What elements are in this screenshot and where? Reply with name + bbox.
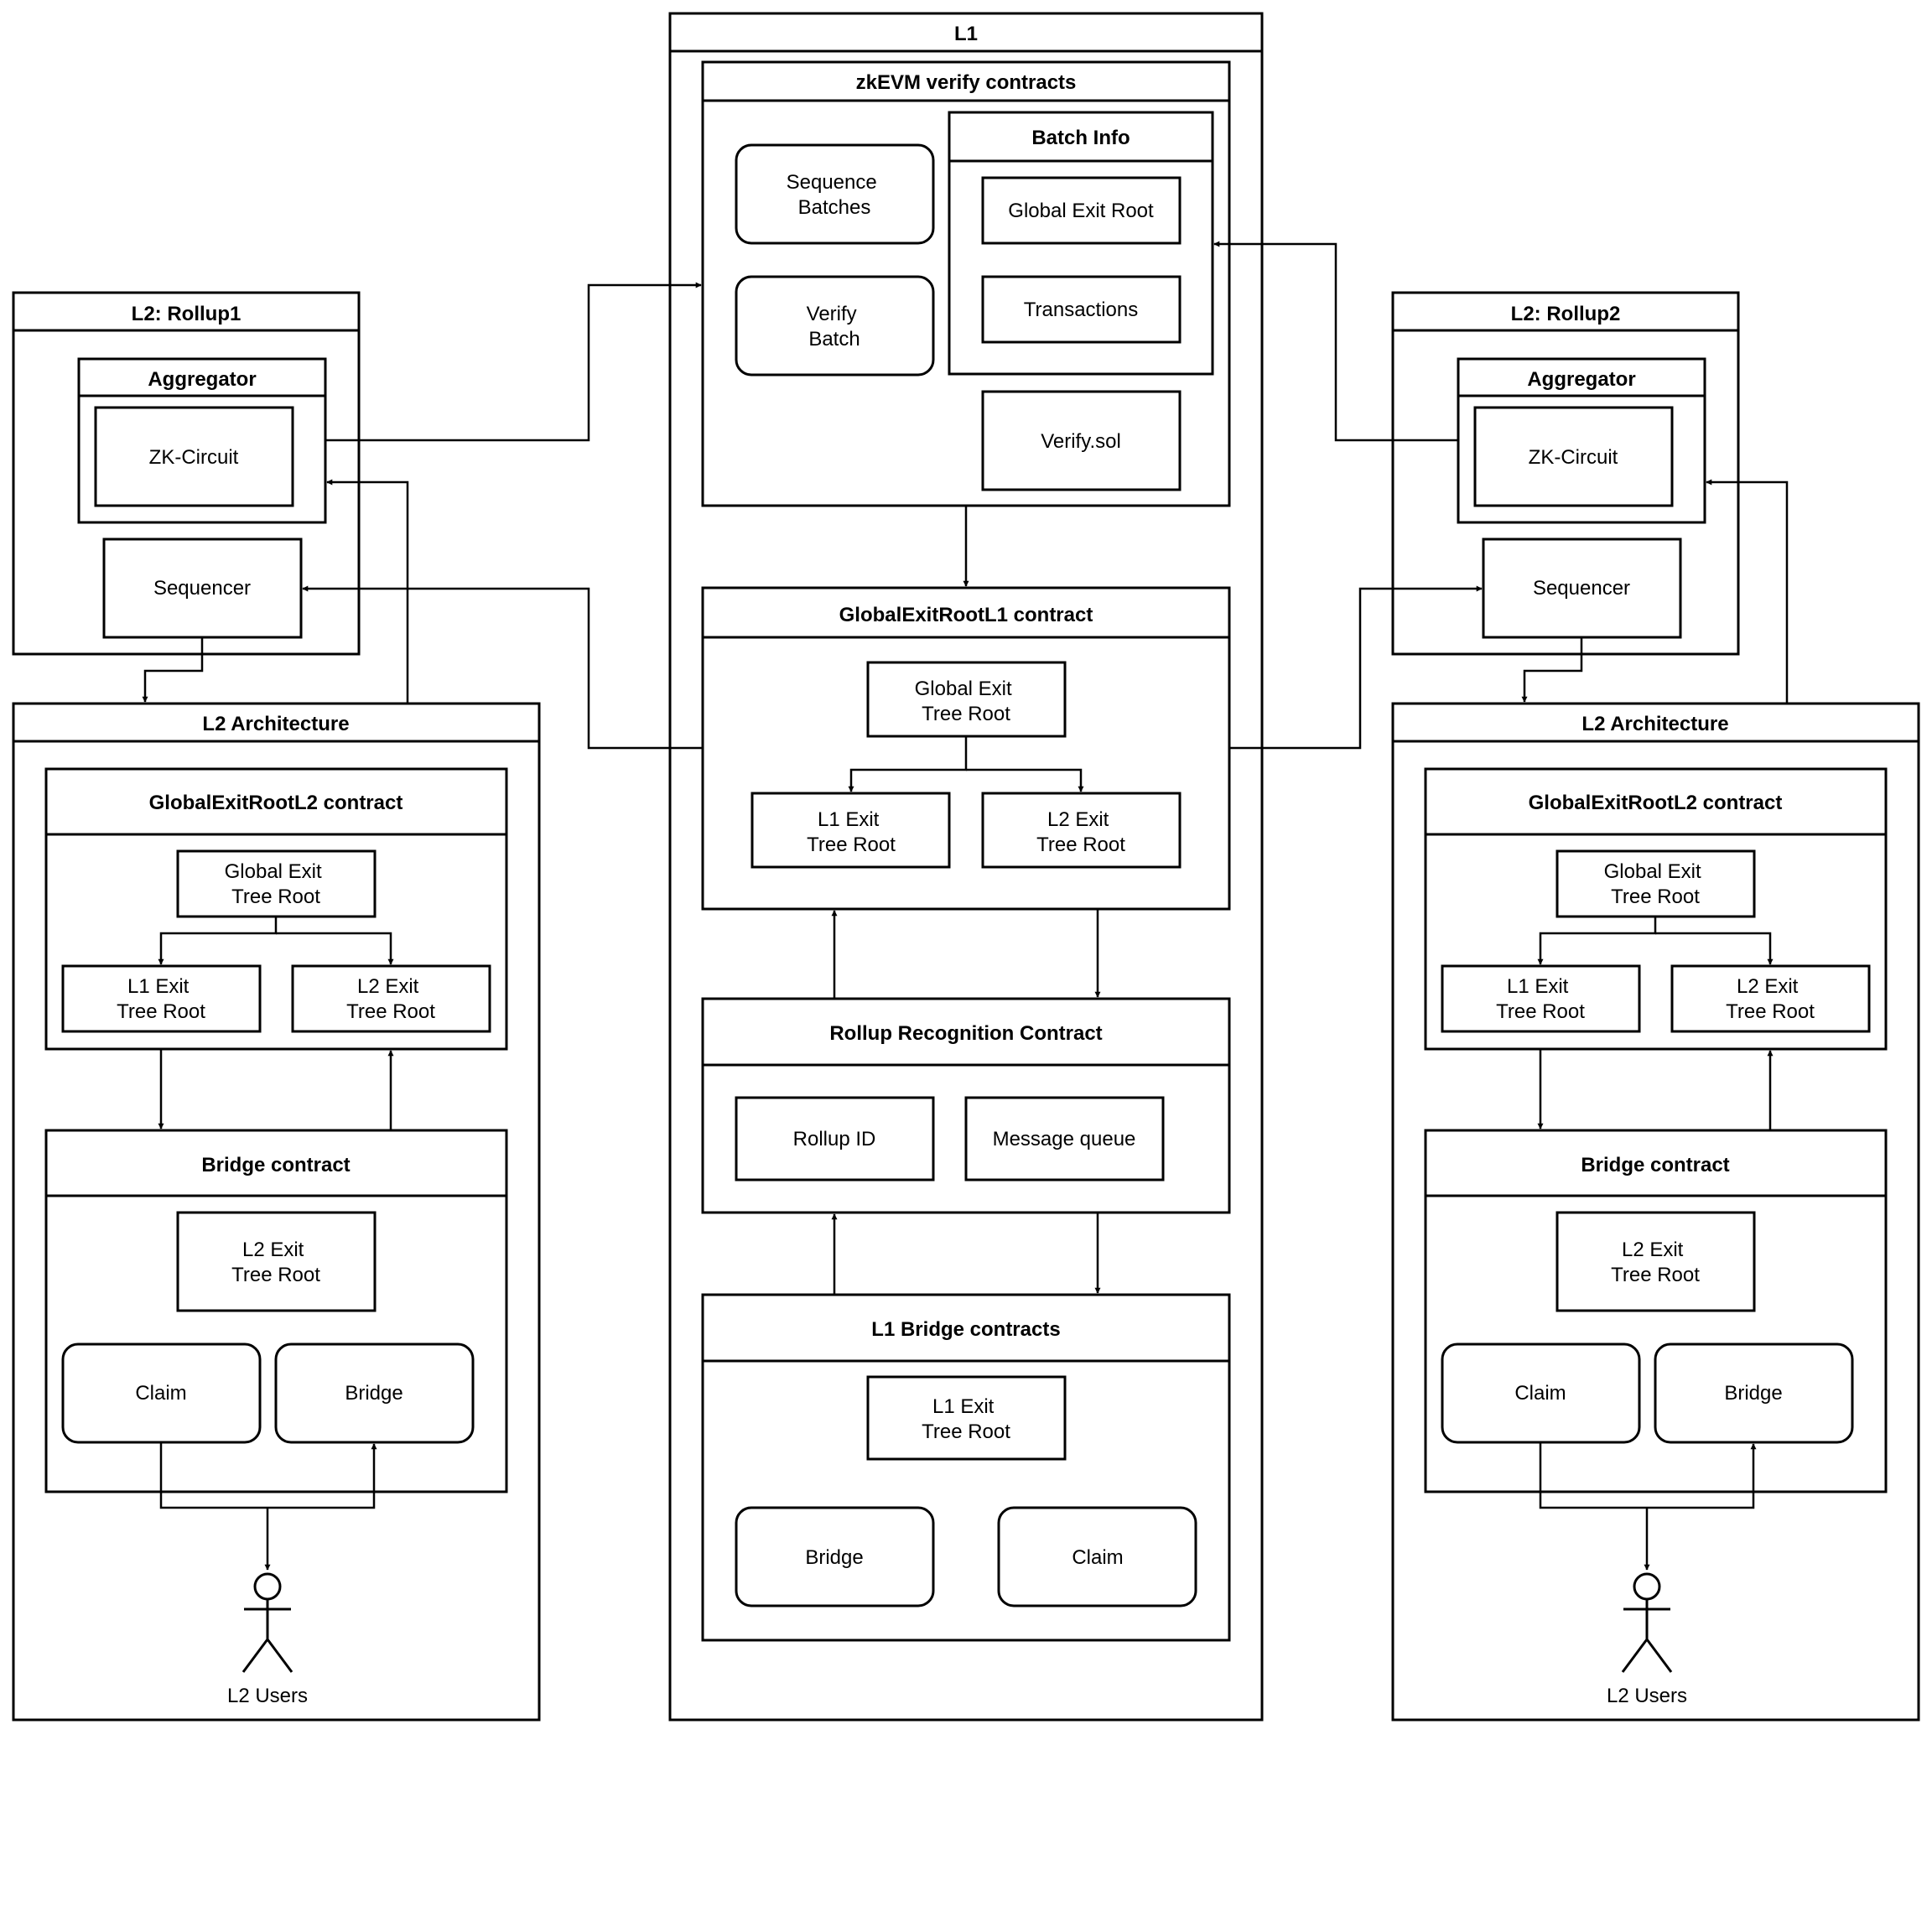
arch-right-bridge-contract-title: Bridge contract (1581, 1154, 1729, 1176)
rollup1-zk-circuit-label: ZK-Circuit (149, 446, 239, 469)
ger-l1-title: GlobalExitRootL1 contract (839, 604, 1093, 626)
zkevm-title: zkEVM verify contracts (856, 71, 1077, 94)
verify-sol-label: Verify.sol (1041, 430, 1121, 453)
svg-text:Sequence Batches: Sequence Batches (787, 171, 883, 219)
arch-left-bridge-contract: Bridge contract L2 Exit Tree Root Claim … (44, 1129, 508, 1493)
rollup2-sequencer-label: Sequencer (1533, 577, 1630, 600)
arch-left-bridge-l2-exit-tree-root: L2 Exit Tree Root (231, 1239, 320, 1286)
l1-bridge-contracts: L1 Bridge contracts L1 Exit Tree Root Br… (701, 1293, 1231, 1642)
ger-l1-l1-exit-tree-root: L1 Exit Tree Root (807, 808, 896, 856)
arch-right-ger-l2-contract: GlobalExitRootL2 contract Global Exit Tr… (1424, 767, 1888, 1051)
l1-bridge-title: L1 Bridge contracts (871, 1318, 1060, 1341)
rollup2-container: L2: Rollup2 Aggregator ZK-Circuit Sequen… (1391, 291, 1740, 656)
arch-right-title: L2 Architecture (1581, 713, 1728, 735)
rollup-id-label: Rollup ID (793, 1128, 876, 1150)
arch-left-bridge-contract-title: Bridge contract (201, 1154, 350, 1176)
l2-architecture-left: L2 Architecture GlobalExitRootL2 contrac… (12, 702, 541, 1722)
rollup1-sequencer-label: Sequencer (153, 577, 251, 600)
rollup2-zk-circuit-label: ZK-Circuit (1529, 446, 1618, 469)
arch-right-bridge-l2-exit-tree-root: L2 Exit Tree Root (1611, 1239, 1700, 1286)
verify-batch-node: Verify Batch (735, 275, 935, 377)
arch-right-bridge-contract: Bridge contract L2 Exit Tree Root Claim … (1424, 1129, 1888, 1493)
arch-left-bridge-label: Bridge (345, 1382, 402, 1405)
arrow-rollup2-sequencer-to-arch-right (1521, 637, 1583, 703)
verify-batch-line1: Verify (807, 303, 857, 325)
zkevm-verify-contracts: zkEVM verify contracts Sequence Batches … (701, 60, 1231, 507)
rollup1-title: L2: Rollup1 (132, 303, 242, 325)
rollup2-title: L2: Rollup2 (1511, 303, 1621, 325)
arch-left-l1-exit-tree-root: L1 Exit Tree Root (117, 975, 205, 1023)
sequence-batches-line1: Sequence (787, 171, 877, 194)
arch-right-l1-exit-tree-root: L1 Exit Tree Root (1496, 975, 1585, 1023)
batch-info-transactions: Transactions (1024, 299, 1139, 321)
arch-right-users-label: L2 Users (1607, 1685, 1687, 1707)
arch-left-l2-exit-tree-root: L2 Exit Tree Root (346, 975, 435, 1023)
rollup1-container: L2: Rollup1 Aggregator ZK-Circuit Sequen… (12, 291, 361, 656)
arch-left-users-label: L2 Users (227, 1685, 308, 1707)
arch-right-ger-l2-title: GlobalExitRootL2 contract (1529, 792, 1783, 814)
arrow-arch-right-to-rollup2-aggregator (1706, 479, 1789, 704)
l1-bridge-claim-label: Claim (1072, 1546, 1123, 1569)
arch-right-tree-arrow-right (1655, 932, 1774, 965)
ger-l1-l2-exit-tree-root: L2 Exit Tree Root (1036, 808, 1125, 856)
arch-left-tree-arrow-right (276, 932, 394, 965)
l2-architecture-right: L2 Architecture GlobalExitRootL2 contrac… (1391, 702, 1920, 1722)
arrow-ger-l1-to-rollup2-sequencer (1229, 585, 1483, 750)
rollup1-aggregator-title: Aggregator (148, 368, 256, 391)
rollup2-aggregator-title: Aggregator (1527, 368, 1635, 391)
arch-right-l2-exit-tree-root: L2 Exit Tree Root (1726, 975, 1815, 1023)
arch-right-global-exit-tree-root: Global Exit Tree Root (1604, 860, 1707, 908)
arrow-rollup1-sequencer-to-arch-left (142, 637, 204, 703)
verify-sol-node: Verify.sol (981, 390, 1182, 491)
message-queue-label: Message queue (993, 1128, 1136, 1150)
arrow-rollup2-aggregator-to-batch-info (1213, 241, 1458, 442)
rollup-recognition-title: Rollup Recognition Contract (829, 1022, 1102, 1045)
batch-info-title: Batch Info (1031, 127, 1130, 149)
batch-info-global-exit-root: Global Exit Root (1008, 200, 1154, 222)
svg-text:Verify Batch: Verify Batch (807, 303, 863, 351)
sequence-batches-line2: Batches (798, 196, 871, 219)
arrow-arch-left-to-rollup1-aggregator (326, 479, 409, 704)
ger-l1-global-exit-tree-root: Global Exit Tree Root (915, 678, 1018, 725)
global-exit-root-l1-contract: GlobalExitRootL1 contract Global Exit Tr… (701, 586, 1231, 911)
verify-batch-line2: Batch (808, 328, 860, 351)
arch-right-claim-label: Claim (1514, 1382, 1566, 1405)
ger-l1-tree-arrow-left (848, 736, 968, 792)
arch-left-claim-label: Claim (135, 1382, 186, 1405)
sequence-batches-node: Sequence Batches (735, 143, 935, 245)
arch-left-ger-l2-title: GlobalExitRootL2 contract (149, 792, 403, 814)
arch-left-title: L2 Architecture (202, 713, 349, 735)
arch-right-user-actor-icon (1621, 1572, 1673, 1673)
l1-bridge-l1-exit-tree-root: L1 Exit Tree Root (922, 1395, 1010, 1443)
l1-bridge-bridge-label: Bridge (805, 1546, 863, 1569)
arrow-rollup1-aggregator-to-zkevm (325, 282, 702, 442)
arch-right-bridge-label: Bridge (1724, 1382, 1782, 1405)
arch-right-tree-arrow-left (1537, 917, 1657, 965)
arch-left-tree-arrow-left (158, 917, 278, 965)
arrow-ger-l1-to-rollup1-sequencer (302, 585, 703, 750)
rollup-recognition-contract: Rollup Recognition Contract Rollup ID Me… (701, 997, 1231, 1214)
ger-l1-tree-arrow-right (966, 768, 1084, 792)
arch-left-user-actor-icon (242, 1572, 293, 1673)
arch-left-global-exit-tree-root: Global Exit Tree Root (225, 860, 328, 908)
l1-title: L1 (954, 23, 978, 45)
arch-left-ger-l2-contract: GlobalExitRootL2 contract Global Exit Tr… (44, 767, 508, 1051)
batch-info: Batch Info Global Exit Root Transactions (948, 111, 1214, 376)
